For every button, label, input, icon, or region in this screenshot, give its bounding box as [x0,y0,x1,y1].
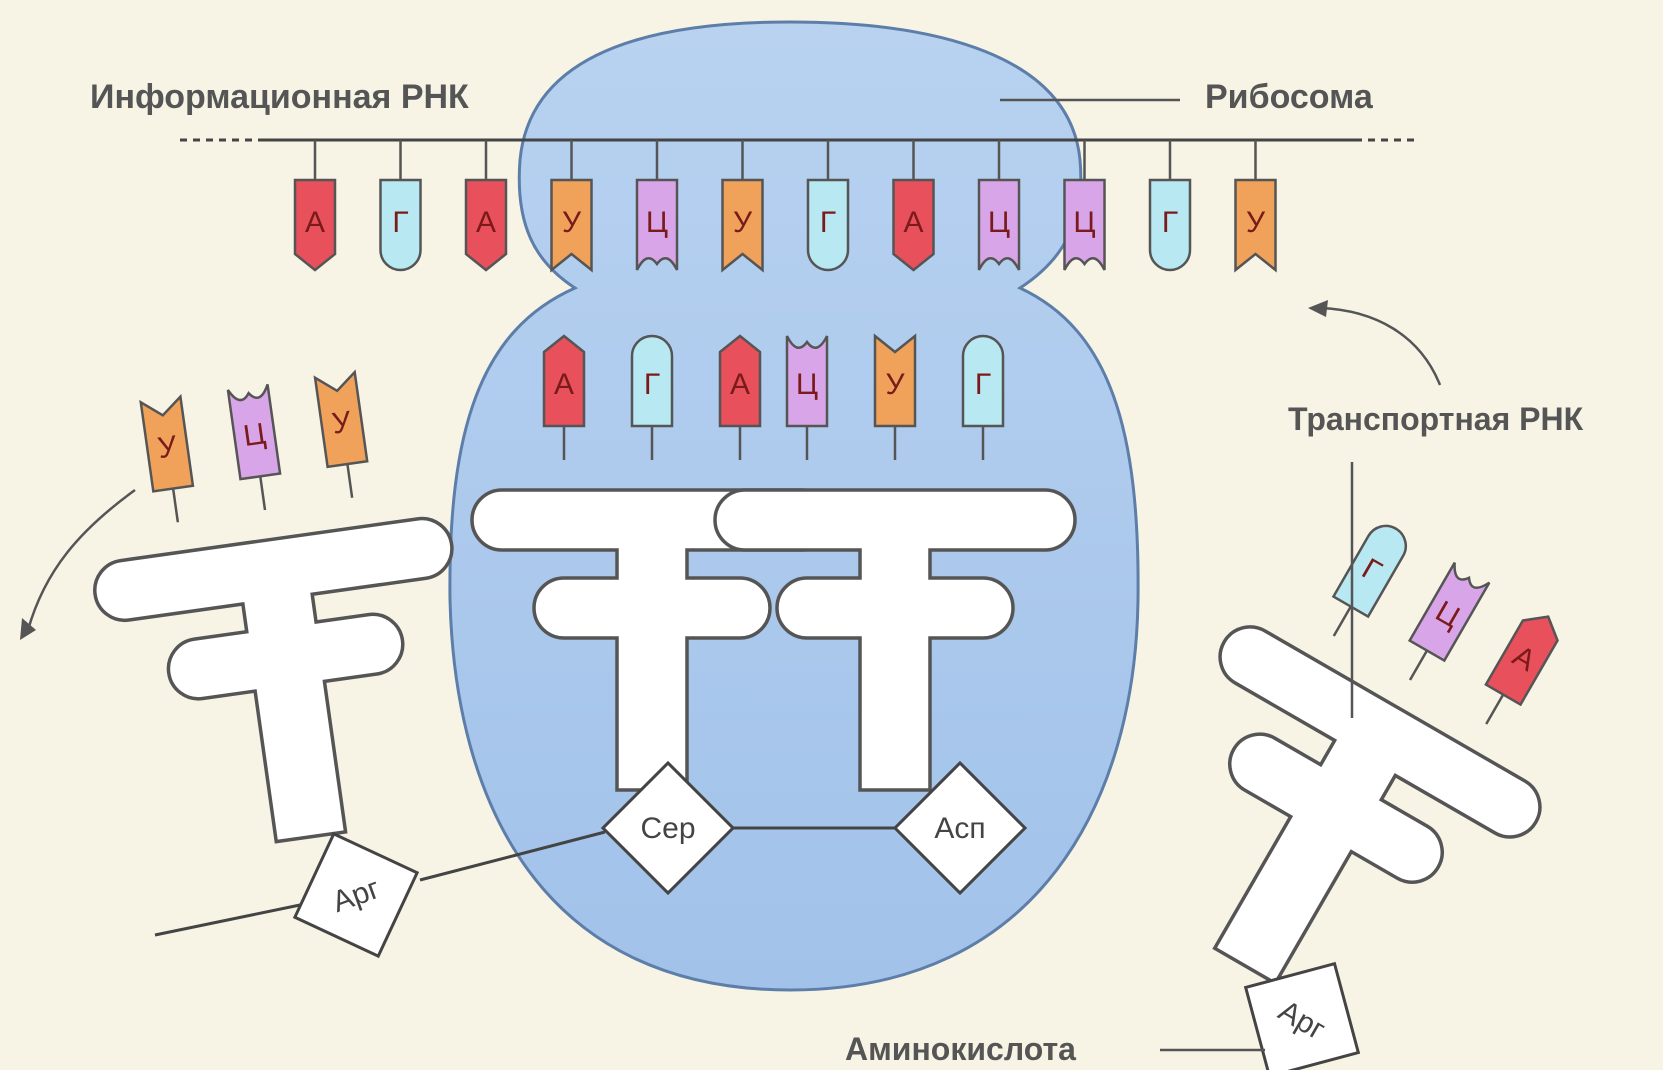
mrna-nucleotide-adenine: А [466,140,506,270]
svg-text:Ц: Ц [646,206,668,239]
label-mrna: Информационная РНК [90,78,469,116]
label-ribosome: Рибосома [1205,78,1374,116]
mrna-nucleotide-uracil: У [1236,140,1276,270]
svg-text:У: У [562,206,582,239]
svg-text:А: А [305,206,325,239]
svg-text:А: А [554,368,574,401]
trna-departing-anticodon-uracil: У [315,372,372,500]
mrna-nucleotide-guanine: Г [381,140,421,270]
svg-text:Ц: Ц [988,206,1010,239]
trna-incoming-anticodon-guanine: Г [1316,519,1413,646]
svg-text:А: А [730,368,750,401]
trna-departing-anticodon-cytosine: Ц [228,384,285,512]
peptide-chain-tail [155,905,300,935]
incoming-arrow [1320,308,1440,385]
svg-text:Сер: Сер [640,812,695,845]
mrna-nucleotide-guanine: Г [1150,140,1190,270]
svg-text:Асп: Асп [934,812,985,845]
trna-departing-anticodon-uracil: У [141,397,198,525]
svg-text:Г: Г [1162,206,1178,239]
mrna-nucleotide-adenine: А [295,140,335,270]
svg-text:А: А [903,206,923,239]
incoming-arrowhead-icon [1308,300,1328,317]
svg-text:Г: Г [392,206,408,239]
svg-text:У: У [733,206,753,239]
departing-arrowhead-icon [20,618,36,640]
trna-incoming-anticodon-cytosine: Ц [1393,563,1490,690]
svg-text:Ц: Ц [1073,206,1095,239]
svg-text:У: У [1246,206,1266,239]
svg-text:У: У [885,368,905,401]
svg-text:А: А [476,206,496,239]
svg-text:Ц: Ц [241,417,268,453]
svg-text:Ц: Ц [796,368,818,401]
trna-incoming-anticodon-adenine: А [1469,607,1566,734]
svg-text:Г: Г [820,206,836,239]
trna-incoming: ГЦА [1089,483,1628,1056]
label-trna: Транспортная РНК [1288,401,1584,437]
trna-departing-cloverleaf [91,515,489,862]
svg-text:Г: Г [644,368,660,401]
svg-text:Г: Г [975,368,991,401]
label-amino-acid: Аминокислота [845,1031,1076,1067]
